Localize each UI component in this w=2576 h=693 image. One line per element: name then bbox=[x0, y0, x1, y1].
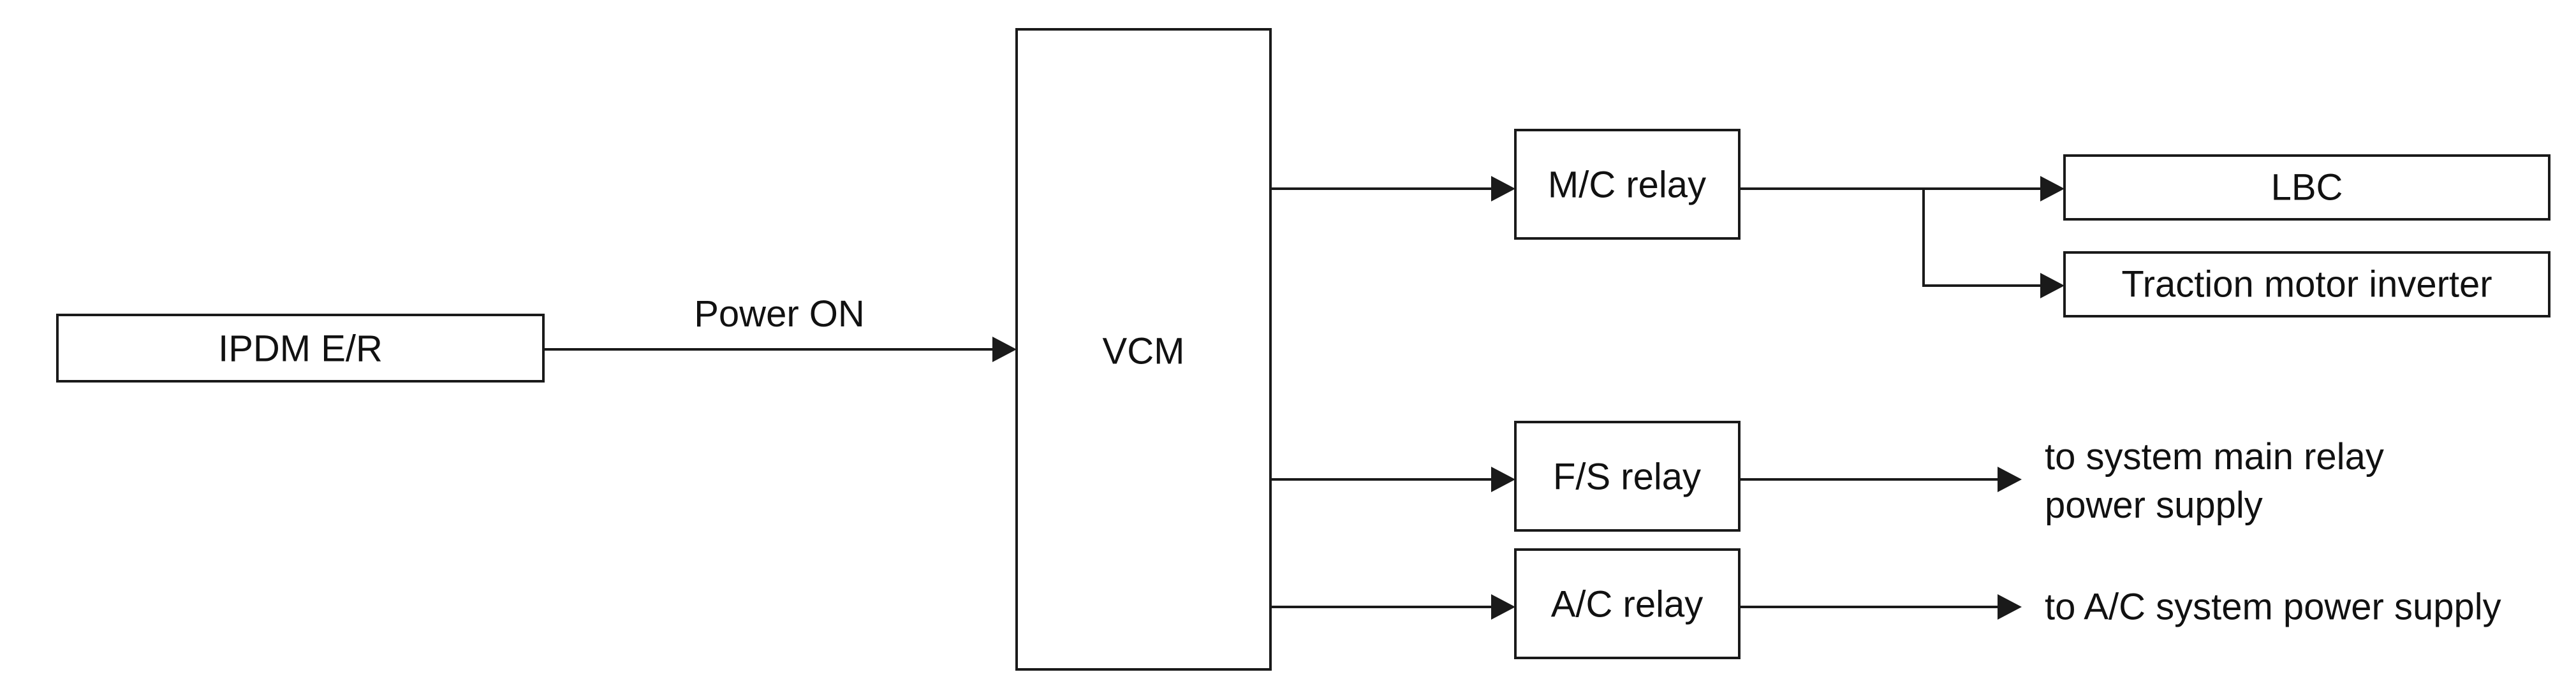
ac-relay-label: A/C relay bbox=[1551, 584, 1704, 625]
vcm-block: VCM bbox=[1015, 28, 1272, 671]
ac-relay-output-connection: to A/C system power supply bbox=[1739, 587, 2501, 628]
vcm-to-ac-relay-connection bbox=[1270, 594, 1515, 620]
vcm-to-ac-relay-arrowhead bbox=[1491, 594, 1515, 620]
ipdm-to-vcm-arrowhead bbox=[992, 337, 1017, 362]
mc-relay-to-inverter-line bbox=[1922, 189, 2040, 287]
ipdm-er-label: IPDM E/R bbox=[218, 328, 383, 370]
power-on-signal-label: Power ON bbox=[694, 293, 865, 335]
fs-relay-output-connection: to system main relay power supply bbox=[1739, 436, 2384, 526]
mc-relay-to-inverter-arrowhead bbox=[2040, 273, 2064, 298]
ipdm-to-vcm-connection: Power ON bbox=[543, 293, 1017, 362]
ac-relay-output-arrowhead bbox=[1998, 594, 2022, 620]
vcm-label: VCM bbox=[1103, 331, 1185, 372]
lbc-label: LBC bbox=[2271, 167, 2343, 208]
ac-relay-block: A/C relay bbox=[1514, 548, 1741, 659]
system-main-relay-label-line2: power supply bbox=[2045, 485, 2263, 526]
vcm-to-mc-relay-connection bbox=[1270, 176, 1515, 201]
lbc-block: LBC bbox=[2063, 154, 2550, 221]
vcm-to-fs-relay-connection bbox=[1270, 467, 1515, 492]
mc-relay-label: M/C relay bbox=[1548, 164, 1706, 206]
fs-relay-label: F/S relay bbox=[1553, 456, 1701, 498]
ac-system-power-supply-label: to A/C system power supply bbox=[2045, 587, 2501, 628]
system-main-relay-label-line1: to system main relay bbox=[2045, 436, 2384, 478]
traction-motor-inverter-block: Traction motor inverter bbox=[2063, 251, 2550, 317]
vcm-to-mc-relay-arrowhead bbox=[1491, 176, 1515, 201]
mc-relay-to-lbc-connection bbox=[1739, 176, 2064, 201]
fs-relay-output-arrowhead bbox=[1998, 467, 2022, 492]
mc-relay-to-lbc-arrowhead bbox=[2040, 176, 2064, 201]
vcm-to-fs-relay-arrowhead bbox=[1491, 467, 1515, 492]
mc-relay-block: M/C relay bbox=[1514, 129, 1741, 240]
ipdm-er-block: IPDM E/R bbox=[56, 314, 545, 383]
mc-relay-to-inverter-connection bbox=[1922, 189, 2064, 298]
traction-motor-inverter-label: Traction motor inverter bbox=[2121, 264, 2492, 305]
fs-relay-block: F/S relay bbox=[1514, 421, 1741, 532]
